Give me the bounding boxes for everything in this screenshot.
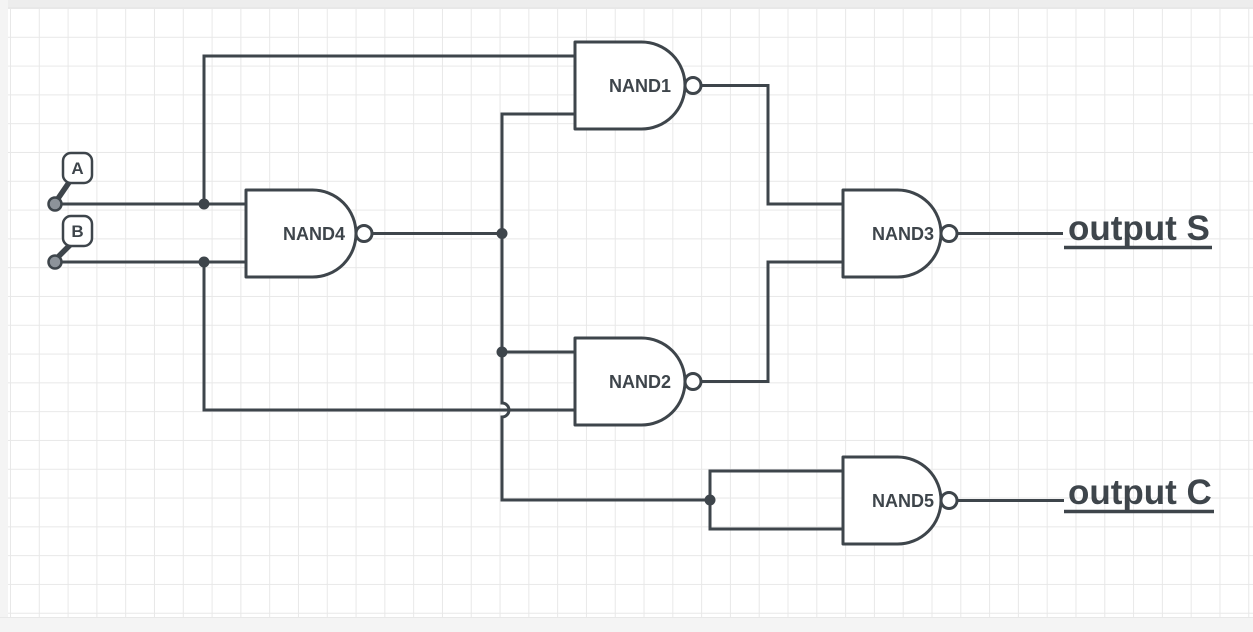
terminal-pin-icon[interactable] xyxy=(47,254,63,270)
output-c-label[interactable]: output C xyxy=(1064,473,1214,514)
wire-nand5-tied-inputs[interactable] xyxy=(708,469,843,531)
junction-dot xyxy=(496,228,508,239)
input-label-box[interactable] xyxy=(61,214,94,248)
junction-dot xyxy=(704,494,716,506)
gate-label: NAND5 xyxy=(872,491,934,511)
offpage-strip-bottom xyxy=(0,617,1253,632)
terminal-pin-icon[interactable] xyxy=(47,196,63,212)
junction-dot xyxy=(198,256,210,268)
gate-nand4[interactable]: NAND4 xyxy=(244,188,374,279)
inverter-bubble-icon xyxy=(354,224,374,243)
output-label-text: output S xyxy=(1068,209,1210,248)
gate-nand2[interactable]: NAND2 xyxy=(573,336,703,427)
wire-nand4-distribution[interactable] xyxy=(500,112,710,502)
gate-nand5[interactable]: NAND5 xyxy=(841,455,959,546)
input-terminal-b[interactable]: B xyxy=(47,214,94,270)
offpage-strip-left xyxy=(0,0,8,632)
junction-dot xyxy=(198,198,210,210)
wire-nand1-to-nand3[interactable] xyxy=(701,84,843,206)
gate-label: NAND2 xyxy=(609,372,671,392)
output-label-text: output C xyxy=(1068,473,1212,512)
gate-label: NAND1 xyxy=(609,76,671,96)
gate-nand3[interactable]: NAND3 xyxy=(841,188,959,279)
junction-dot xyxy=(496,346,508,358)
inverter-bubble-icon xyxy=(683,372,703,391)
inverter-bubble-icon xyxy=(683,76,703,95)
gate-label: NAND3 xyxy=(872,224,934,244)
wire-a-to-nand1[interactable] xyxy=(202,54,575,204)
wire-nand2-to-nand3[interactable] xyxy=(701,260,843,383)
label-tail xyxy=(54,178,73,203)
input-terminal-a[interactable]: A xyxy=(47,151,94,212)
output-s-label[interactable]: output S xyxy=(1064,209,1212,250)
offpage-strip-top xyxy=(0,0,1253,8)
gate-nand1[interactable]: NAND1 xyxy=(573,40,703,131)
input-label-box[interactable] xyxy=(61,151,94,185)
gate-label: NAND4 xyxy=(283,224,345,244)
inverter-bubble-icon xyxy=(939,224,959,243)
inverter-bubble-icon xyxy=(939,491,959,510)
input-label: A xyxy=(71,159,83,178)
wire-b-to-nand2[interactable] xyxy=(202,262,575,412)
input-label: B xyxy=(71,222,83,241)
